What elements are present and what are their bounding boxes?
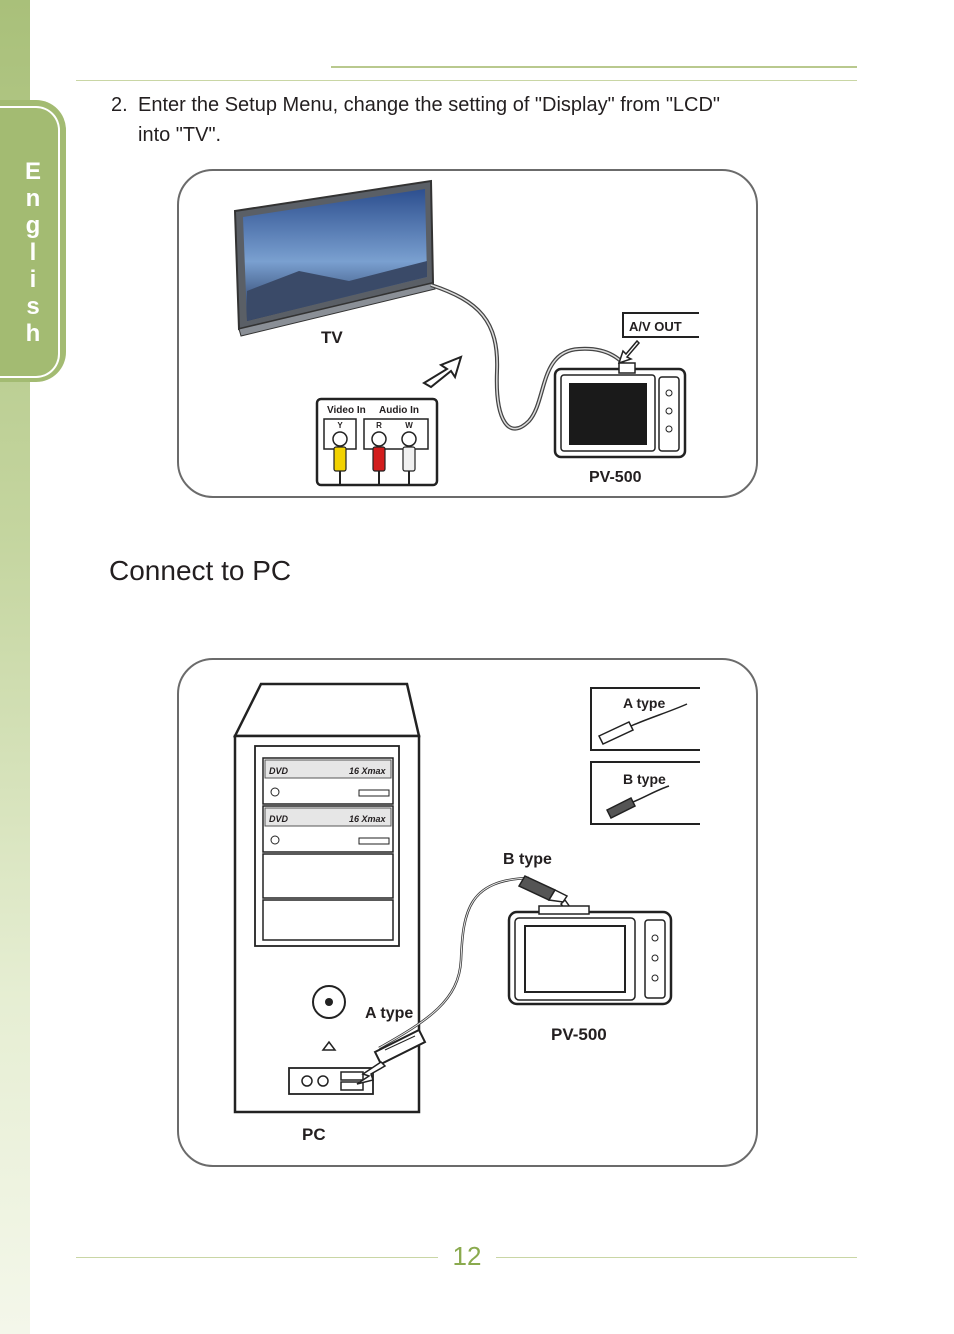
headphone-icon [270, 835, 280, 845]
pv500-label: PV-500 [551, 1025, 607, 1044]
page-number: 12 [452, 1241, 482, 1271]
step-number: 2. [111, 94, 128, 116]
a-type-plug-icon [373, 1028, 427, 1066]
section-title: Connect to PC [109, 555, 292, 586]
language-label-letter: g [25, 212, 41, 239]
instruction-line-2: into "TV". [138, 124, 222, 146]
usb-port-icon [340, 1071, 364, 1081]
footer-rule-left [76, 1257, 438, 1258]
b-type-label: B type [503, 851, 552, 868]
drive2-speed: 16 Xmax [349, 814, 387, 824]
pc-tower-icon: DVD 16 Xmax DVD 16 Xmax [232, 682, 421, 1114]
language-label-letter: E [24, 158, 41, 185]
headphone-icon [270, 787, 280, 797]
tv-icon [233, 179, 436, 337]
jack-y-label: Y [337, 421, 343, 430]
pc-connection-figure: DVD 16 Xmax DVD 16 Xmax PC [177, 658, 758, 1167]
arrow-icon [356, 1061, 387, 1085]
pv500-label: PV-500 [589, 469, 642, 486]
drive2-brand: DVD [269, 814, 289, 824]
a-type-legend-label: A type [623, 695, 665, 711]
jack-y-socket [332, 431, 348, 447]
b-type-plug-icon [605, 796, 637, 820]
instruction-step-2: 2. Enter the Setup Menu, change the setti… [111, 90, 851, 150]
language-label-letter: l [29, 239, 37, 266]
language-label-letter: i [29, 266, 37, 293]
arrow-icon [422, 355, 463, 389]
language-tab-outline [0, 106, 60, 378]
drive1-brand: DVD [269, 766, 289, 776]
yellow-plug [333, 446, 347, 472]
b-type-legend-label: B type [623, 771, 666, 787]
a-type-plug-icon [597, 721, 635, 745]
a-type-label: A type [365, 1005, 413, 1022]
jack-w-socket [401, 431, 417, 447]
pc-label: PC [302, 1125, 326, 1144]
pv500-device-icon [553, 362, 687, 459]
b-type-plug-icon [517, 875, 569, 903]
pv500-device-icon [507, 905, 673, 1006]
white-plug [402, 446, 416, 472]
footer-rule-right [496, 1257, 857, 1258]
b-type-legend: B type [590, 761, 700, 825]
red-plug [372, 446, 386, 472]
language-label-letter: s [26, 293, 40, 320]
av-out-label: A/V OUT [629, 319, 682, 334]
header-rule-bottom [76, 80, 857, 81]
jack-r-socket [371, 431, 387, 447]
audio-in-label: Audio In [379, 405, 419, 416]
a-type-legend: A type [590, 687, 700, 751]
pc-connection-illustration: DVD 16 Xmax DVD 16 Xmax PC [232, 682, 700, 1144]
language-label-letter: n [25, 185, 41, 212]
video-in-label: Video In [327, 405, 366, 416]
tv-connection-illustration: TV A/V OUT PV-500 Video In [233, 179, 699, 487]
drive1-speed: 16 Xmax [349, 766, 387, 776]
header-rule-top [331, 66, 857, 68]
av-out-callout: A/V OUT [617, 312, 699, 365]
tv-connection-figure: TV A/V OUT PV-500 Video In [177, 169, 758, 498]
tv-label: TV [321, 328, 343, 347]
jack-r-label: R [376, 421, 382, 430]
av-input-panel: Video In Audio In Y R W [315, 397, 439, 487]
reset-icon [321, 1040, 337, 1051]
instruction-line-1: Enter the Setup Menu, change the setting… [138, 94, 721, 116]
language-tab [0, 100, 66, 382]
language-label-letter: h [25, 320, 41, 347]
arrow-icon [617, 339, 641, 365]
jack-w-label: W [405, 421, 413, 430]
usb-port-icon [340, 1081, 364, 1091]
